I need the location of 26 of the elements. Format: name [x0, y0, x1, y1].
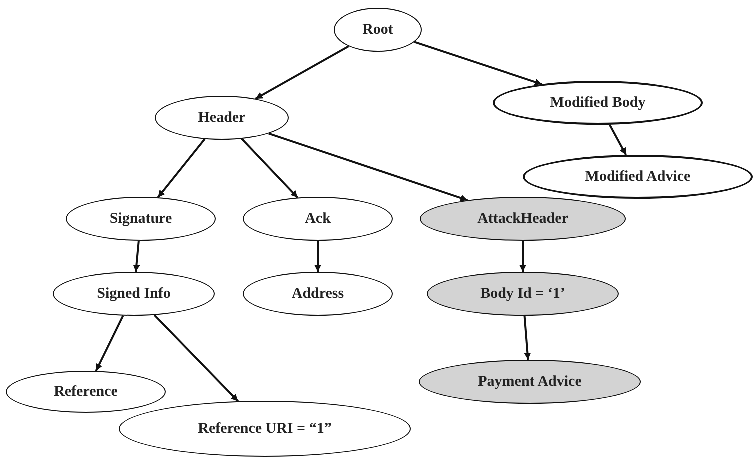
- node-label: Root: [362, 22, 394, 38]
- arrow: [524, 316, 532, 360]
- node-label: Body Id = ‘1’: [480, 286, 566, 302]
- node-label: AttackHeader: [478, 210, 568, 228]
- arrow: [95, 315, 124, 372]
- arrow: [157, 138, 206, 198]
- node-label: Address: [292, 286, 344, 302]
- arrow: [268, 132, 468, 202]
- arrow: [414, 41, 542, 86]
- ellipse-node: [334, 8, 422, 52]
- arrow: [520, 241, 526, 272]
- node-label: Reference: [54, 384, 118, 400]
- arrow: [255, 46, 350, 100]
- node-label: Header: [198, 110, 246, 126]
- arrow: [314, 241, 322, 272]
- node-label: Signed Info: [97, 286, 171, 302]
- arrow: [133, 240, 140, 272]
- node-label: Ack: [305, 210, 331, 228]
- node-label: Payment Advice: [478, 374, 582, 390]
- node-label: Signature: [110, 210, 172, 228]
- node-label: Modified Body: [550, 94, 646, 112]
- node-label: Reference URI = “1”: [198, 420, 332, 438]
- arrow: [154, 314, 239, 402]
- arrow: [608, 124, 628, 156]
- arrow: [241, 138, 299, 198]
- node-label: Modified Advice: [585, 168, 691, 186]
